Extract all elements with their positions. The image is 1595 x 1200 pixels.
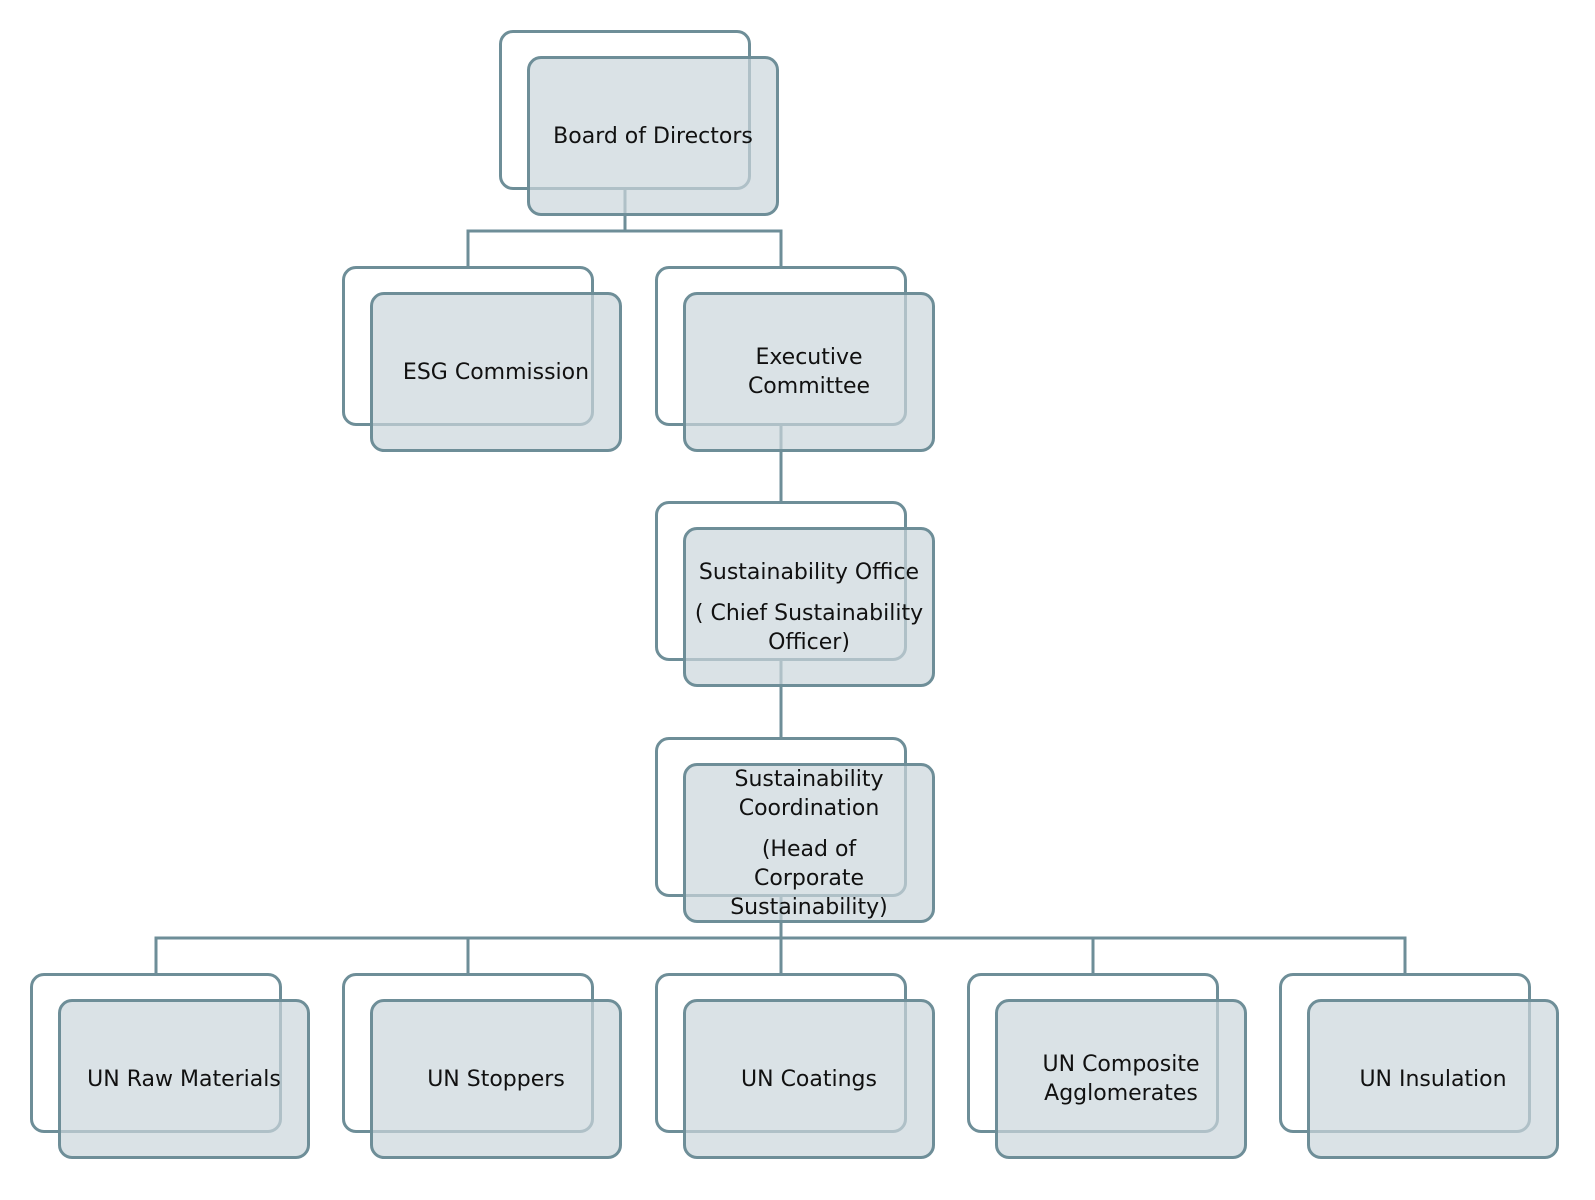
node-board-of-directors: Board of Directors <box>499 30 779 216</box>
node-label: Sustainability Office <box>698 559 920 585</box>
node-label: ESG Commission <box>402 359 590 385</box>
node-un-stoppers: UN Stoppers <box>342 973 622 1159</box>
node-sublabel: ( Chief Sustainability Officer) <box>694 600 924 655</box>
node-label: Sustainability Coordination <box>734 766 884 821</box>
node-sustainability-coordination: Sustainability Coordination (Head of Cor… <box>655 737 935 923</box>
node-un-coatings: UN Coatings <box>655 973 935 1159</box>
node-label: UN Composite Agglomerates <box>1042 1052 1200 1106</box>
node-box <box>683 999 935 1159</box>
node-label: UN Raw Materials <box>87 1066 281 1092</box>
node-box <box>995 999 1247 1159</box>
node-label: UN Insulation <box>1359 1066 1507 1092</box>
node-esg-commission: ESG Commission <box>342 266 622 452</box>
node-executive-committee: Executive Committee <box>655 266 935 452</box>
node-sublabel: (Head of Corporate Sustainability) <box>730 836 888 920</box>
node-box <box>370 292 622 452</box>
node-box <box>683 527 935 687</box>
node-un-raw-materials: UN Raw Materials <box>30 973 310 1159</box>
node-un-composite-agglomerates: UN Composite Agglomerates <box>967 973 1247 1159</box>
node-box <box>370 999 622 1159</box>
node-box <box>527 56 779 216</box>
node-box <box>683 763 935 923</box>
node-sustainability-office: Sustainability Office ( Chief Sustainabi… <box>655 501 935 687</box>
node-label: UN Stoppers <box>427 1066 565 1092</box>
node-label: Board of Directors <box>553 123 753 149</box>
node-box <box>1307 999 1559 1159</box>
node-box <box>58 999 310 1159</box>
node-label: Executive Committee <box>747 345 871 399</box>
node-box <box>683 292 935 452</box>
node-label: UN Coatings <box>741 1066 877 1092</box>
node-un-insulation: UN Insulation <box>1279 973 1559 1159</box>
